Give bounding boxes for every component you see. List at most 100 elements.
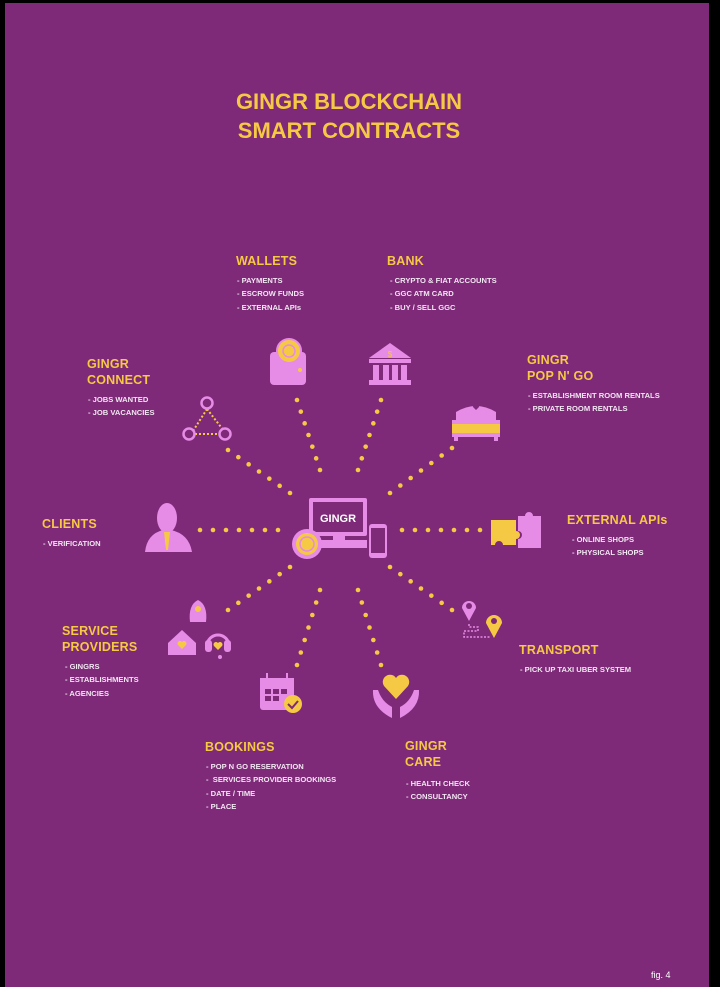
section-title: WALLETS [236,253,304,269]
connector-dot [236,454,241,460]
connector-dot [210,527,216,533]
connector-dot [294,662,300,668]
section-clients: CLIENTS VERIFICATION [42,516,101,550]
connector-dot [355,467,361,473]
connector-dot [449,445,455,451]
person-icon [145,503,192,552]
phone-icon [369,524,387,558]
connector-dot [236,527,242,533]
connector-dot [374,650,380,655]
connector-dot [294,397,300,403]
connector-dot [367,432,372,438]
list-item: ESCROW FUNDS [237,287,304,300]
connector-dot [277,571,282,577]
connector-dot [425,527,431,533]
connector-dot [477,527,483,533]
section-bookings: BOOKINGS POP N GO RESERVATION SERVICES P… [205,739,336,814]
connector-dot [439,453,444,458]
connector-dot [449,607,455,613]
list-item: CONSULTANCY [406,790,470,803]
title-line: BANK [387,254,424,268]
title-line: EXTERNAL APIs [567,513,668,527]
bed-icon [452,404,500,441]
map-pin-icon [462,601,502,638]
connector-dot [374,409,380,414]
section-title: BOOKINGS [205,739,336,755]
title-line: PROVIDERS [62,640,138,654]
list-item: VERIFICATION [43,537,101,550]
connector-dot [378,397,384,403]
section-title: EXTERNAL APIs [567,512,668,528]
connector-dot [371,637,376,643]
connector-dot [256,586,262,591]
connector-dot [225,447,231,453]
connector-dot [306,625,311,630]
list-item: PAYMENTS [237,274,304,287]
connector-dot [429,593,434,598]
section-title: CLIENTS [42,516,101,532]
laptop-icon: GINGR [309,498,367,548]
connector-dot [387,564,393,570]
wallet-icon [270,338,306,385]
title-line: CLIENTS [42,517,97,531]
diagram-title: GINGR BLOCKCHAIN SMART CONTRACTS [5,87,693,145]
list-item: HEALTH CHECK [406,777,470,790]
connector-dot [267,579,272,584]
connector-dot [429,460,434,466]
connector-dot [223,527,229,533]
connector-dot [398,571,403,577]
list-item: ESTABLISHMENT ROOM RENTALS [528,389,660,402]
list-item: ESTABLISHMENTS [65,673,139,686]
title-line: GINGR [87,357,129,371]
list-item: SERVICES PROVIDER BOOKINGS [206,773,337,786]
list-item: PLACE [206,800,336,813]
calendar-check-icon [260,673,302,713]
connector-dot [256,469,262,474]
connector-dot [275,527,281,533]
connector-dot [302,421,307,426]
title-line: GINGR [405,739,447,753]
title-line-2: SMART CONTRACTS [237,118,461,143]
section-external-apis: EXTERNAL APIs ONLINE SHOPSPHYSICAL SHOPS [567,512,668,560]
connector-dot [310,444,315,449]
list-item: BUY / SELL GGC [390,301,497,314]
list-item: DATE / TIME [206,787,336,800]
section-bank: BANK CRYPTO & FIAT ACCOUNTSGGC ATM CARDB… [387,253,497,314]
connector-dot [298,409,304,414]
connector-dot [363,612,368,618]
list-item: PRIVATE ROOM RENTALS [528,402,660,415]
connector-dot [313,600,319,605]
service-providers-icon [168,600,231,659]
list-item: AGENCIES [65,687,139,700]
connector-dot [412,527,418,533]
connector-dot [298,650,304,655]
svg-text:$: $ [388,350,393,359]
connector-dot [378,662,384,668]
title-line: WALLETS [236,254,298,268]
connector-dot [399,527,405,533]
title-line-1: GINGR BLOCKCHAIN [235,89,463,114]
section-title: GINGR CONNECT [87,356,155,388]
connector-dot [267,476,272,481]
connector-dot [359,456,365,461]
list-item: EXTERNAL APIs [237,301,304,314]
list-item: JOBS WANTED [88,393,155,406]
list-item: JOB VACANCIES [88,406,155,419]
puzzle-icon [491,512,541,548]
title-line: POP N' GO [527,369,594,383]
connector-dot [287,564,293,570]
connector-dot [246,593,251,598]
connector-dot [287,490,293,496]
title-line: CONNECT [87,373,151,387]
connector-dot [225,607,231,613]
list-item: GINGRS [65,660,139,673]
list-item: PHYSICAL SHOPS [572,546,668,559]
connector-dot [439,600,444,606]
list-item: POP N GO RESERVATION [206,760,336,773]
list-item: GGC ATM CARD [390,287,497,300]
